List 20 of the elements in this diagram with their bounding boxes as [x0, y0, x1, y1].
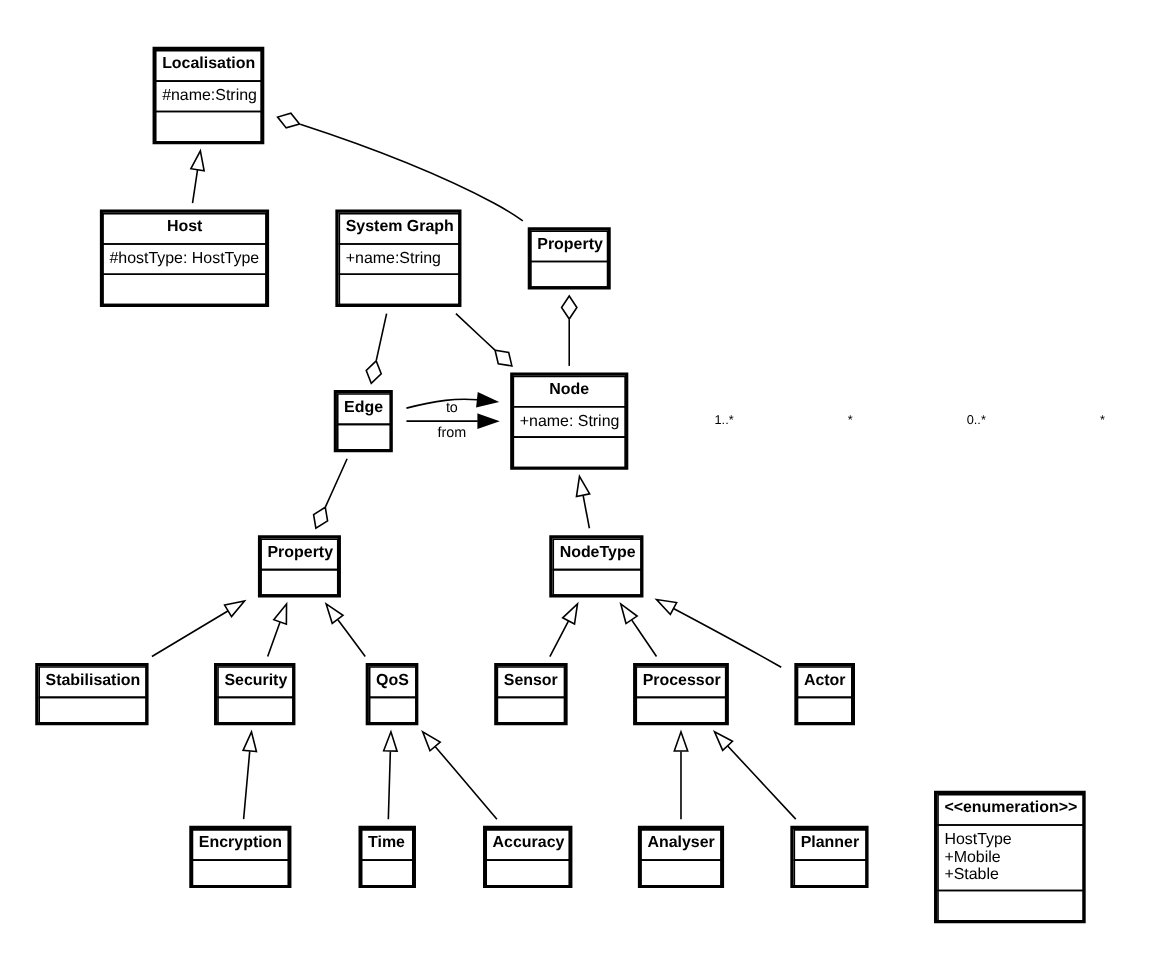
arrow [421, 728, 498, 819]
arrow [151, 598, 247, 657]
arrow [549, 600, 579, 657]
arrow [324, 601, 367, 657]
connector [455, 311, 513, 366]
arrow [241, 728, 258, 819]
connector [276, 111, 524, 221]
arrow [619, 600, 658, 657]
arrow [575, 472, 591, 529]
arrow [405, 412, 500, 428]
arrow [712, 729, 797, 819]
connector [560, 293, 578, 366]
arrow [189, 147, 206, 203]
connector [312, 456, 348, 529]
arrow [673, 728, 689, 819]
connector [365, 311, 388, 384]
arrow [405, 390, 500, 408]
arrow [266, 600, 288, 657]
arrow [654, 597, 783, 668]
arrow [382, 728, 399, 819]
